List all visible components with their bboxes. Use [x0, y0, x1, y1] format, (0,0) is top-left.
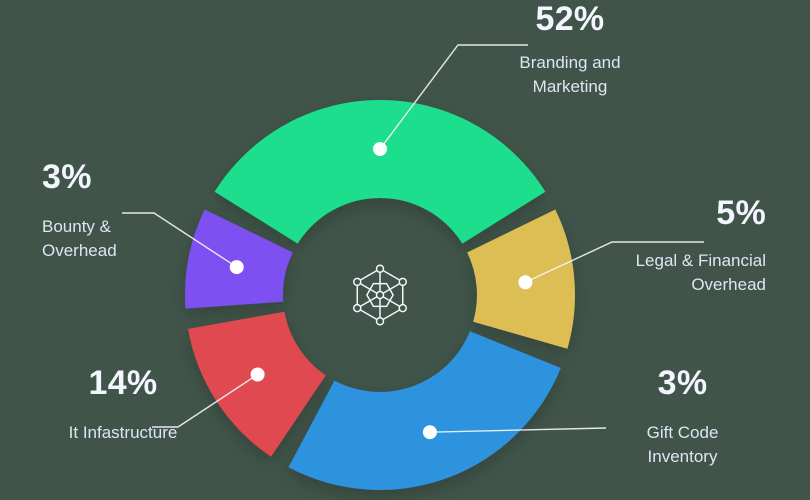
segment-label: Gift Code Inventory: [646, 423, 719, 467]
callout-branding-and-marketing: 52% Branding and Marketing: [470, 0, 670, 99]
percent-label: 52%: [535, 0, 605, 38]
callout-gift-code-inventory: 3% Gift Code Inventory: [610, 364, 755, 469]
callout-line-bounty-overhead: [122, 212, 238, 268]
segment-label: It Infastructure: [68, 423, 178, 443]
callout-line-it-infastructure: [152, 373, 258, 428]
callout-lines: [122, 44, 704, 433]
pie-segment-it-infastructure: [188, 311, 326, 457]
callout-line-gift-code-inventory: [429, 427, 607, 433]
callout-bounty-overhead: 3% Bounty & Overhead: [42, 158, 182, 263]
segment-label: Bounty & Overhead: [42, 217, 117, 261]
pie-segment-bounty-overhead: [185, 209, 293, 309]
pie-segment-branding-and-marketing: [214, 99, 546, 244]
callout-line-branding-and-marketing: [379, 44, 528, 150]
callout-it-infastructure: 14% It Infastructure: [28, 364, 218, 445]
pie-segments: [185, 99, 575, 490]
callout-dot-it-infastructure: [250, 367, 265, 382]
callout-line-legal-financial-overhead: [525, 241, 704, 283]
percent-label: 3%: [657, 364, 708, 402]
pie-segment-gift-code-inventory: [288, 331, 561, 490]
network-hexagon-icon: [345, 260, 415, 330]
callout-dot-bounty-overhead: [229, 260, 244, 275]
percent-label: 3%: [42, 158, 92, 196]
callout-dot-legal-financial-overhead: [518, 275, 533, 290]
percent-label: 14%: [88, 364, 158, 402]
callout-dots: [229, 142, 533, 440]
callout-dot-gift-code-inventory: [422, 425, 437, 440]
callout-dot-branding-and-marketing: [373, 142, 387, 156]
callout-legal-financial-overhead: 5% Legal & Financial Overhead: [591, 194, 766, 297]
segment-label: Legal & Financial Overhead: [635, 251, 766, 295]
segment-label: Branding and Marketing: [519, 53, 621, 97]
percent-label: 5%: [716, 194, 766, 232]
